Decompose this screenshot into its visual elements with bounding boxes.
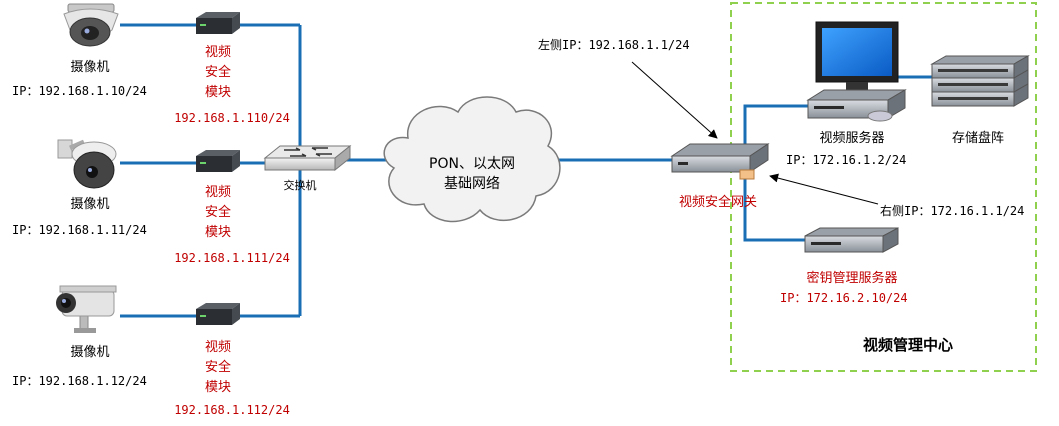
module-2-ip: 192.168.1.111/24 [174,251,290,265]
module-2-line-2: 安全 [205,204,231,220]
switch-icon [263,144,352,172]
storage-array-icon [930,55,1030,107]
camera-1-ip: IP：192.168.1.10/24 [12,84,147,98]
key-server-label: 密钥管理服务器 [806,270,897,286]
module-2-line-3: 模块 [205,225,231,240]
security-module-icon [196,150,240,172]
video-management-center-title: 视频管理中心 [863,336,953,354]
cloud-network-icon [383,96,561,223]
video-server-icon [806,21,907,122]
video-server-ip: IP：172.16.1.2/24 [786,153,906,167]
module-3-line-2: 安全 [205,359,231,375]
gateway-left-ip: 左侧IP：192.168.1.1/24 [538,37,690,52]
module-1-ip: 192.168.1.110/24 [174,111,290,125]
module-3-line-3: 模块 [205,380,231,395]
security-module-icon [196,12,240,34]
key-server-ip: IP：172.16.2.10/24 [780,291,908,305]
security-gateway-icon [670,143,770,180]
link-gateway-video-server [743,104,808,152]
camera-1-label: 摄像机 [70,60,109,75]
module-3-line-1: 视频 [205,340,231,355]
camera-2-ip: IP：192.168.1.11/24 [12,223,147,237]
key-management-server-icon [804,227,899,253]
camera-3-ip: IP：192.168.1.12/24 [12,374,147,388]
gateway-label: 视频安全网关 [679,194,757,210]
left-ip-arrow [631,61,718,139]
module-1-line-2: 安全 [205,64,231,80]
module-3-ip: 192.168.1.112/24 [174,403,290,417]
cloud-label-line-2: 基础网络 [444,175,500,192]
camera-3-label: 摄像机 [70,345,109,360]
storage-array-label: 存储盘阵 [952,130,1004,146]
ptz-camera-icon [57,139,117,189]
module-1-line-3: 模块 [205,85,231,100]
cloud-label-line-1: PON、以太网 [429,156,515,172]
link-gateway-key-server [743,172,805,242]
module-2-line-1: 视频 [205,185,231,200]
camera-2-label: 摄像机 [70,197,109,212]
bullet-camera-icon [56,285,117,333]
right-ip-arrow [769,173,879,205]
module-1-line-1: 视频 [205,45,231,60]
dome-camera-icon [63,3,119,47]
gateway-right-ip: 右侧IP：172.16.1.1/24 [880,203,1024,218]
switch-label: 交换机 [284,178,317,192]
security-module-icon [196,303,240,325]
video-server-label: 视频服务器 [819,130,884,146]
